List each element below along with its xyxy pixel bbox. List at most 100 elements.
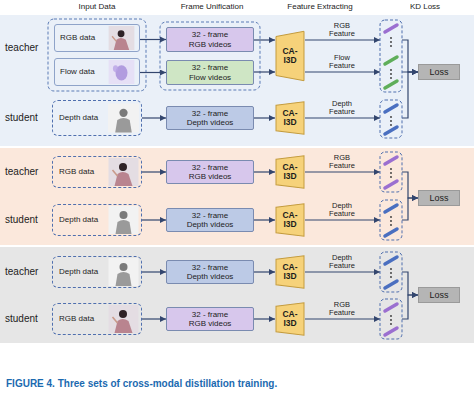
node-text-group: RGB data bbox=[59, 314, 107, 323]
backbone-block: CA-I3D bbox=[275, 155, 305, 189]
vector-bar bbox=[385, 25, 397, 32]
feature-label: Depth Feature bbox=[326, 202, 358, 219]
role-label: student bbox=[5, 214, 38, 225]
vector-outline bbox=[380, 252, 402, 292]
vector-bar bbox=[385, 304, 397, 311]
band-two bbox=[0, 148, 474, 245]
node-text-group: 32 - frame Depth videos bbox=[184, 263, 236, 281]
vector-dot bbox=[390, 77, 392, 79]
backbone-block: CA-I3D bbox=[275, 30, 305, 82]
connector-arrow bbox=[142, 171, 166, 172]
node-text-group: Depth data bbox=[59, 113, 107, 122]
vector-outline bbox=[380, 100, 402, 138]
input-data-box: RGB data bbox=[52, 156, 142, 188]
backbone-trapezoid bbox=[276, 204, 304, 236]
vector-dot bbox=[390, 176, 392, 178]
node-text-group: CA-I3D bbox=[277, 109, 303, 128]
backbone-trapezoid bbox=[276, 102, 304, 134]
connector-arrow bbox=[254, 171, 275, 172]
connector-arrow bbox=[254, 318, 275, 319]
node-label: 32 - frame Depth videos bbox=[184, 109, 236, 127]
node-text-group: Depth data bbox=[59, 267, 107, 276]
arrow-head bbox=[374, 69, 380, 75]
vector-bar bbox=[385, 328, 397, 335]
arrow-head bbox=[374, 37, 380, 43]
vector-dot bbox=[390, 323, 392, 325]
node-label: Depth data bbox=[59, 215, 107, 224]
feature-label: Flow Feature bbox=[326, 54, 358, 71]
node-text-group: 32 - frame Depth videos bbox=[184, 109, 236, 127]
node-label: CA-I3D bbox=[277, 211, 303, 230]
node-label: Flow data bbox=[60, 67, 108, 76]
node-label: 32 - frame Depth videos bbox=[184, 211, 236, 229]
vector-dot bbox=[390, 220, 392, 222]
node-label: 32 - frame Depth videos bbox=[184, 263, 236, 281]
rgb-thumbnail bbox=[109, 158, 139, 186]
node-label: Loss bbox=[429, 290, 448, 300]
column-header: Feature Extracting bbox=[280, 2, 360, 11]
role-label: teacher bbox=[5, 166, 38, 177]
connector-arrow bbox=[254, 271, 275, 272]
feature-vector bbox=[374, 299, 402, 339]
vector-bar bbox=[385, 157, 397, 164]
loss-box: Loss bbox=[418, 190, 460, 206]
depth-thumbnail bbox=[108, 104, 139, 133]
vector-dot bbox=[390, 37, 392, 39]
frame-group-outline bbox=[160, 22, 260, 90]
vector-dot bbox=[390, 124, 392, 126]
rgb-thumbnail bbox=[109, 26, 135, 50]
node-label: 32 - frame RGB videos bbox=[184, 30, 236, 48]
node-label: 32 - frame RGB videos bbox=[184, 163, 236, 181]
node-text-group: Depth data bbox=[59, 215, 107, 224]
feature-vector bbox=[374, 152, 402, 192]
node-text-group: Loss bbox=[429, 290, 448, 300]
input-data-box: RGB data bbox=[54, 24, 140, 52]
connector-arrow bbox=[142, 117, 166, 118]
connector-arrow bbox=[254, 39, 275, 40]
backbone-block: CA-I3D bbox=[275, 203, 305, 237]
arrow-head bbox=[374, 316, 380, 322]
vector-dot bbox=[390, 268, 392, 270]
vector-dot bbox=[390, 216, 392, 218]
backbone-trapezoid bbox=[276, 303, 304, 335]
node-text-group: CA-I3D bbox=[277, 47, 303, 66]
node-text-group: RGB data bbox=[60, 33, 108, 42]
node-text-group: Loss bbox=[429, 193, 448, 203]
vector-bar bbox=[385, 281, 397, 288]
node-label: 32 - frame RGB videos bbox=[184, 310, 236, 328]
backbone-trapezoid bbox=[276, 156, 304, 188]
arrow-head bbox=[374, 169, 380, 175]
vector-outline bbox=[380, 200, 402, 240]
frame-video-box: 32 - frame RGB videos bbox=[166, 307, 254, 331]
connector-arrow bbox=[142, 318, 166, 319]
vector-dot bbox=[390, 315, 392, 317]
feature-vector bbox=[374, 20, 402, 92]
figure-caption: FIGURE 4. Three sets of cross-modal dist… bbox=[6, 378, 277, 389]
connector-arrow bbox=[142, 271, 166, 272]
node-text-group: 32 - frame RGB videos bbox=[184, 163, 236, 181]
vector-bar bbox=[385, 257, 397, 264]
vector-dot bbox=[390, 272, 392, 274]
loss-box: Loss bbox=[418, 287, 460, 303]
node-text-group: CA-I3D bbox=[277, 163, 303, 182]
vector-dot bbox=[390, 116, 392, 118]
vector-bar bbox=[385, 105, 397, 112]
vector-dot bbox=[390, 168, 392, 170]
frame-video-box: 32 - frame Depth videos bbox=[166, 260, 254, 284]
node-label: Loss bbox=[429, 193, 448, 203]
backbone-trapezoid bbox=[276, 256, 304, 288]
column-header: KD Loss bbox=[400, 2, 450, 11]
node-text-group: 32 - frame Flow videos bbox=[184, 63, 236, 81]
vector-bar bbox=[385, 127, 397, 134]
column-header: Frame Unification bbox=[172, 2, 252, 11]
frame-video-box: 32 - frame RGB videos bbox=[166, 27, 254, 52]
feature-label: RGB Feature bbox=[326, 301, 358, 318]
backbone-block: CA-I3D bbox=[275, 255, 305, 289]
vector-dot bbox=[390, 69, 392, 71]
vector-outline bbox=[380, 152, 402, 192]
vector-dot bbox=[390, 319, 392, 321]
input-data-box: Depth data bbox=[52, 204, 142, 236]
vector-dot bbox=[390, 276, 392, 278]
rgb-thumbnail bbox=[109, 305, 139, 333]
